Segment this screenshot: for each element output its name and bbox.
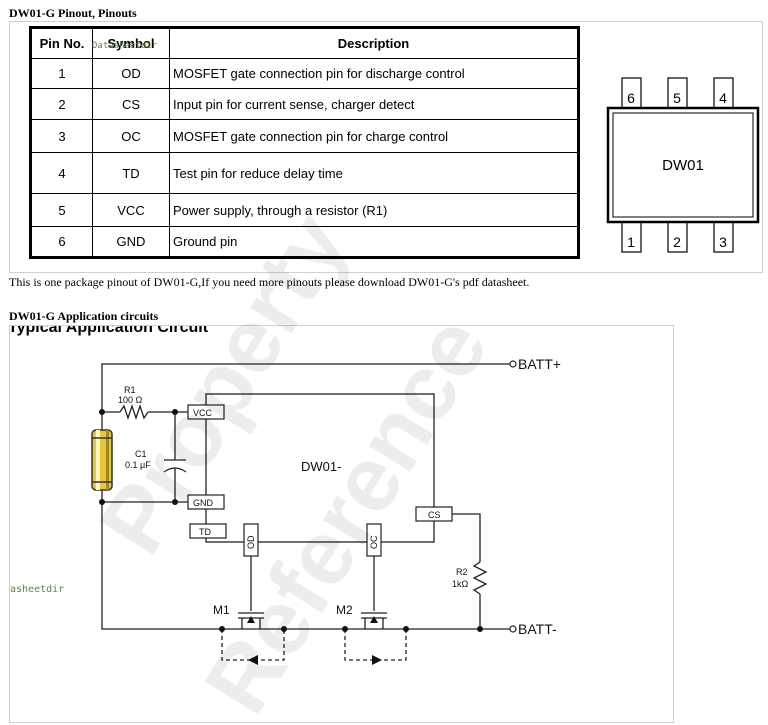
c1-value: 0.1 μF xyxy=(125,460,151,470)
junction-dot xyxy=(219,626,225,632)
cs-pin-box xyxy=(415,506,453,522)
junction-dot xyxy=(342,626,348,632)
od-pin-box xyxy=(243,523,259,557)
m1-label: M1 xyxy=(213,603,230,617)
m2-arrow xyxy=(370,616,378,623)
m2-label: M2 xyxy=(336,603,353,617)
ic-label: DW01- xyxy=(301,459,341,474)
gnd-pin-label: GND xyxy=(193,498,214,508)
junction-dot xyxy=(477,626,483,632)
junction-dot xyxy=(172,409,178,415)
vcc-pin-box xyxy=(187,404,225,420)
r1-resistor xyxy=(119,403,149,421)
chip-label: DW01 xyxy=(662,157,704,174)
gnd-pin-box xyxy=(187,494,225,510)
table-row: 2 CS Input pin for current sense, charge… xyxy=(30,88,579,120)
cs-pin-label: CS xyxy=(428,510,441,520)
r2-value: 1kΩ xyxy=(452,579,469,589)
pin-3-label: 3 xyxy=(719,234,727,250)
m1-arrow xyxy=(247,616,255,623)
batt-minus-label: BATT- xyxy=(518,621,557,637)
pin-description: Power supply, through a resistor (R1) xyxy=(169,193,579,227)
table-row: 6 GND Ground pin xyxy=(30,226,579,258)
c1-label: C1 xyxy=(135,449,147,459)
junction-dot xyxy=(403,626,409,632)
pin-number: 1 xyxy=(30,58,93,89)
circuit-panel: Typical Application Circuit xyxy=(9,325,674,723)
circuit-cut-heading: Typical Application Circuit xyxy=(10,326,209,336)
table-row: 4 TD Test pin for reduce delay time xyxy=(30,152,579,194)
batt-plus-terminal[interactable] xyxy=(509,360,517,368)
pin-number: 4 xyxy=(30,152,93,194)
junction-dot xyxy=(281,626,287,632)
pin-description: Input pin for current sense, charger det… xyxy=(169,88,579,120)
pin-symbol: CS xyxy=(92,88,170,120)
pin-description: Ground pin xyxy=(169,226,579,258)
pin-symbol: GND xyxy=(92,226,170,258)
chip-inner-outline xyxy=(612,112,754,218)
pinout-panel: Pin No. Symbol Description 1 OD MOSFET g… xyxy=(9,21,763,273)
pin-symbol: VCC xyxy=(92,193,170,227)
pin-symbol: OC xyxy=(92,119,170,153)
od-pin-label: OD xyxy=(246,535,256,549)
m2-body-diode-path xyxy=(344,629,407,661)
circuit-watermark: asheetdir xyxy=(10,584,65,595)
circuit-section-title: DW01-G Application circuits xyxy=(9,309,159,323)
pin-6-label: 6 xyxy=(627,90,635,106)
oc-pin-box xyxy=(366,523,382,557)
pin-symbol: OD xyxy=(92,58,170,89)
pin-number: 5 xyxy=(30,193,93,227)
application-circuit: Typical Application Circuit xyxy=(10,326,561,665)
table-watermark: Datasheetdir xyxy=(92,41,158,51)
pin-1-label: 1 xyxy=(627,234,635,250)
td-pin-label: TD xyxy=(199,527,211,537)
vcc-pin-label: VCC xyxy=(193,408,213,418)
pin-number: 2 xyxy=(30,88,93,120)
r1-value: 100 Ω xyxy=(118,395,143,405)
batt-minus-terminal[interactable] xyxy=(509,625,517,633)
battery-cell xyxy=(91,429,113,491)
cs-r2-wire xyxy=(452,513,481,562)
pinout-section-title: DW01-G Pinout, Pinouts xyxy=(9,6,137,20)
pinout-note: This is one package pinout of DW01-G,If … xyxy=(9,275,530,289)
description-header: Description xyxy=(169,27,579,59)
pin-description: MOSFET gate connection pin for charge co… xyxy=(169,119,579,153)
m1-diode-symbol xyxy=(248,655,258,665)
table-row: 5 VCC Power supply, through a resistor (… xyxy=(30,193,579,227)
pin-number: 3 xyxy=(30,119,93,153)
batt-plus-label: BATT+ xyxy=(518,356,561,372)
pin-table-header-row: Pin No. Symbol Description xyxy=(30,27,579,59)
pin-description: Test pin for reduce delay time xyxy=(169,152,579,194)
r2-label: R2 xyxy=(456,567,468,577)
m2-diode-symbol xyxy=(372,655,382,665)
pin-2-label: 2 xyxy=(673,234,681,250)
pin-symbol: TD xyxy=(92,152,170,194)
pin-5-label: 5 xyxy=(673,90,681,106)
table-row: 1 OD MOSFET gate connection pin for disc… xyxy=(30,58,579,89)
oc-pin-label: OC xyxy=(369,535,379,549)
package-diagram: 6 5 4 1 2 3 DW01 xyxy=(606,77,760,253)
junction-dot xyxy=(99,409,105,415)
battery-minus-wire xyxy=(101,502,220,630)
pin-number: 6 xyxy=(30,226,93,258)
pin-4-label: 4 xyxy=(719,90,727,106)
dw01-ic-body xyxy=(205,393,435,543)
pin-table: Pin No. Symbol Description 1 OD MOSFET g… xyxy=(29,26,580,259)
pin-no-header: Pin No. xyxy=(30,27,93,59)
r1-label: R1 xyxy=(124,385,136,395)
pin-description: MOSFET gate connection pin for discharge… xyxy=(169,58,579,89)
batt-plus-rail xyxy=(101,363,510,438)
r2-resistor xyxy=(472,561,488,595)
junction-dot xyxy=(172,499,178,505)
td-pin-box xyxy=(189,523,227,539)
table-row: 3 OC MOSFET gate connection pin for char… xyxy=(30,119,579,153)
m1-body-diode-path xyxy=(221,629,285,661)
junction-dot xyxy=(99,499,105,505)
